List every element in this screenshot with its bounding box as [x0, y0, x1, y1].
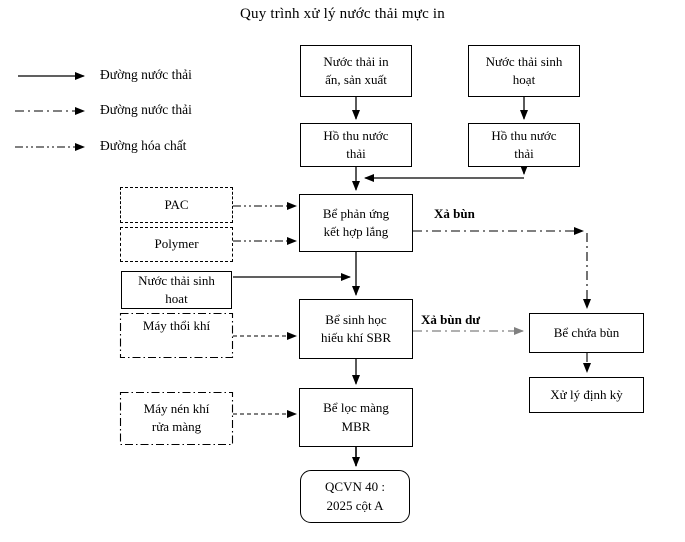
legend-label-wastewater-1: Đường nước thải [100, 67, 192, 82]
node-domestic-wastewater-top: Nước thải sinh hoạt [468, 45, 580, 97]
edge-label-excess-sludge: Xả bùn dư [421, 312, 481, 327]
legend-label-wastewater-2: Đường nước thải [100, 102, 192, 117]
legend-label-chemical: Đường hóa chất [100, 138, 187, 153]
node-mbr-tank: Bể lọc màng MBR [299, 388, 413, 447]
node-qcvn-standard: QCVN 40 : 2025 cột A [300, 470, 410, 523]
node-sbr-tank: Bể sinh học hiếu khí SBR [299, 299, 413, 359]
node-sludge-tank: Bể chứa bùn [529, 313, 644, 353]
node-air-blower: Máy thổi khí [142, 318, 211, 333]
compressor-box-border [119, 391, 234, 446]
edge-label-sludge-discharge: Xả bùn [434, 206, 475, 221]
diagram-title: Quy trình xử lý nước thải mực in [240, 6, 445, 22]
blower-box-border [119, 312, 234, 359]
node-reaction-settling-tank: Bể phản ứng kết hợp lắng [299, 194, 413, 252]
node-collection-tank-right: Hồ thu nước thải [468, 123, 580, 167]
node-polymer-chemical: Polymer [120, 227, 233, 262]
node-ink-production-wastewater: Nước thải in ấn, sản xuất [300, 45, 412, 97]
node-pac-chemical: PAC [120, 187, 233, 223]
node-periodic-treatment: Xử lý định kỳ [529, 377, 644, 413]
node-membrane-air-compressor: Máy nén khí rửa màng [143, 400, 210, 434]
node-collection-tank-left: Hồ thu nước thải [300, 123, 412, 167]
node-domestic-wastewater-left: Nước thải sinh hoat [121, 271, 232, 309]
